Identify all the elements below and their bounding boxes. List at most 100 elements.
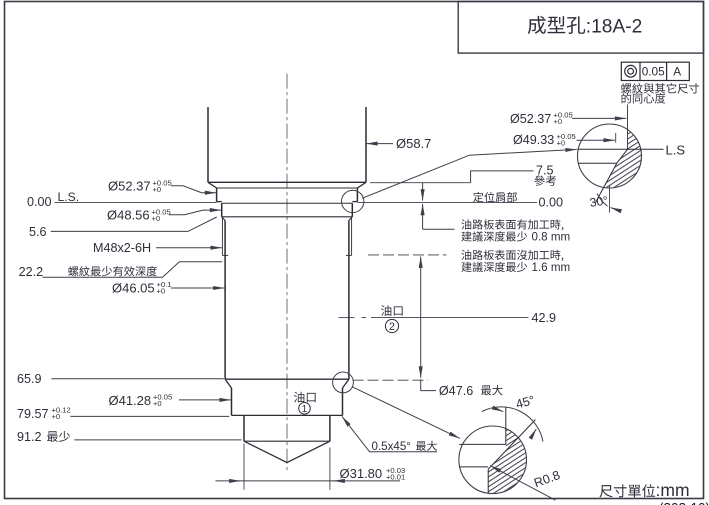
dim-flange-od-right: Ø52.37 <box>510 112 551 126</box>
leader-thread-depth <box>42 261 223 278</box>
title-box <box>457 0 705 54</box>
chamfer-30-line <box>595 162 618 203</box>
corner-chamfer-line <box>487 419 536 470</box>
dim-tip-od-tol-upper: +0.03 <box>386 466 405 475</box>
dim-thread-depth: 22.2 <box>19 265 44 279</box>
units-cjk-text: 尺寸單位 <box>599 484 656 500</box>
dim-chamfer-max: 0.5x45° <box>372 440 411 453</box>
dim-pilot-od-tol-upper: +0.05 <box>152 207 171 216</box>
dim-lower-od: Ø41.28 <box>109 393 152 408</box>
detail-ref-circle-shoulder <box>341 189 365 214</box>
shoulder-detail-hatch <box>595 124 641 188</box>
tolerance-value: 0.05 <box>642 65 665 79</box>
note-machined-2-val: 0.8 mm <box>532 231 571 244</box>
groove-dimension: Ø47.6 最大 <box>352 256 504 398</box>
leader-radius <box>489 465 556 501</box>
dim-flange-od-right-tol-upper: +0.05 <box>554 111 573 120</box>
datum-ls-left: L.S. <box>58 190 80 204</box>
datum-zero-right: 0.00 <box>539 196 564 210</box>
leader-pilot-od <box>169 208 222 216</box>
title-cjk-text: 成型孔 <box>527 15 586 37</box>
leader-to-corner-detail <box>352 386 461 439</box>
dim-top-od: Ø58.7 <box>396 136 431 151</box>
dim-bottom-depth-tol-upper: +0.12 <box>52 406 71 415</box>
units-latin: :mm <box>656 480 690 500</box>
corner-detail-circle <box>458 425 528 495</box>
dim-min-depth: 91.2 <box>17 430 42 444</box>
dim-pilot-od: Ø48.56 <box>107 208 150 223</box>
dim-angle45: 45° <box>514 393 536 412</box>
locating-shoulder-label-text: 定位肩部 <box>473 190 518 204</box>
dim-angle30: 30° <box>589 193 609 209</box>
dim-tip-od: Ø31.80 <box>340 466 383 481</box>
angle45-arrow-right <box>528 428 537 440</box>
dim-recess-od-tol-upper: +0.05 <box>557 132 576 141</box>
dim-flange-height: 7.5 <box>536 164 554 178</box>
leader-pilot-depth <box>50 216 217 232</box>
datum-ls-detail: L.S <box>666 142 686 157</box>
dim-oil2-depth: 42.9 <box>532 311 557 325</box>
dim-bottom-depth: 79.57 <box>17 407 49 421</box>
dim-recess-od-tol-lower: +0 <box>557 139 566 148</box>
corner-fragment: (302-10) <box>659 501 709 505</box>
dim-flange-od-right-tol-lower: +0 <box>554 117 563 126</box>
dim-groove-od: Ø47.6 <box>439 384 473 398</box>
dim-bottom-depth-tol-lower: +0 <box>52 412 61 421</box>
leader-groove-od <box>420 379 436 392</box>
dim-flange-od-left: Ø52.37 <box>108 179 151 194</box>
note-machined-1-text: 油路板表面有加工時, <box>461 218 564 232</box>
oil-port-2-label-text: 油口 <box>381 304 405 318</box>
angle45-arrow-left <box>491 405 504 413</box>
note-raw-1-text: 油路板表面沒加工時, <box>461 248 564 262</box>
part-outline <box>207 107 367 464</box>
dim-bore-od-tol-lower: +0 <box>157 287 166 296</box>
dim-lower-od-tol-upper: +0.05 <box>153 393 172 402</box>
dim-flange-od-left-tol-lower: +0 <box>153 185 162 194</box>
leader-chamfer-max <box>341 416 437 453</box>
dim-pilot-depth: 5.6 <box>29 225 47 239</box>
leader-flange-od-left <box>171 185 217 195</box>
dim-tip-od-tol-lower: +0.01 <box>386 472 405 481</box>
dim-step-depth: 65.9 <box>17 372 42 386</box>
oil-port-2-num: 2 <box>389 321 395 333</box>
title-latin: :18A-2 <box>586 16 643 37</box>
leader-to-shoulder-detail <box>361 147 577 199</box>
angle30-arc-left <box>596 193 608 207</box>
oil-port-2-circle <box>384 318 400 334</box>
tolerance-datum: A <box>673 65 681 79</box>
dim-lower-od-tol-lower: +0 <box>153 399 162 408</box>
oil-port-1-circle <box>298 402 311 415</box>
oil-port-1-num: 1 <box>302 404 308 415</box>
border-frame <box>3 0 705 500</box>
thread-depth-label-text: 螺紋最少有效深度 <box>68 264 158 278</box>
dim-thread: M48x2-6H <box>93 241 151 255</box>
top-dimension: Ø58.7 <box>366 136 431 151</box>
dim-recess-od: Ø49.33 <box>513 133 554 147</box>
tip-dimension: Ø31.80+0.03+0.01 <box>215 443 405 490</box>
min-depth-suffix-text: 最少 <box>47 430 71 444</box>
flange-height-ref-text: 參考 <box>534 174 557 188</box>
angle30-arc-right <box>610 207 622 214</box>
concentricity-note2-text: 的同心度 <box>621 92 666 106</box>
leader-flange-height <box>470 170 534 183</box>
shoulder-detail: 30° L.S <box>576 123 686 214</box>
dim-bore-od: Ø46.05 <box>112 280 155 295</box>
dim-flange-od-left-tol-upper: +0.05 <box>153 178 172 187</box>
dim-pilot-od-tol-lower: +0 <box>152 214 161 223</box>
dim-bore-od-tol-upper: +0.1 <box>157 280 172 289</box>
tolerance-frame: 0.05 A <box>620 61 690 82</box>
note-machined-2-text: 建議深度最少 <box>461 230 528 244</box>
angle45-arc <box>481 406 544 442</box>
note-raw-2-text: 建議深度最少 <box>461 260 528 274</box>
groove-od-suffix-text: 最大 <box>481 383 504 397</box>
datum-zero-left: 0.00 <box>27 195 52 209</box>
recess-wall-line <box>616 148 628 164</box>
note-raw-2-val: 1.6 mm <box>532 261 571 274</box>
chamfer-max-suffix-text: 最大 <box>416 439 438 453</box>
